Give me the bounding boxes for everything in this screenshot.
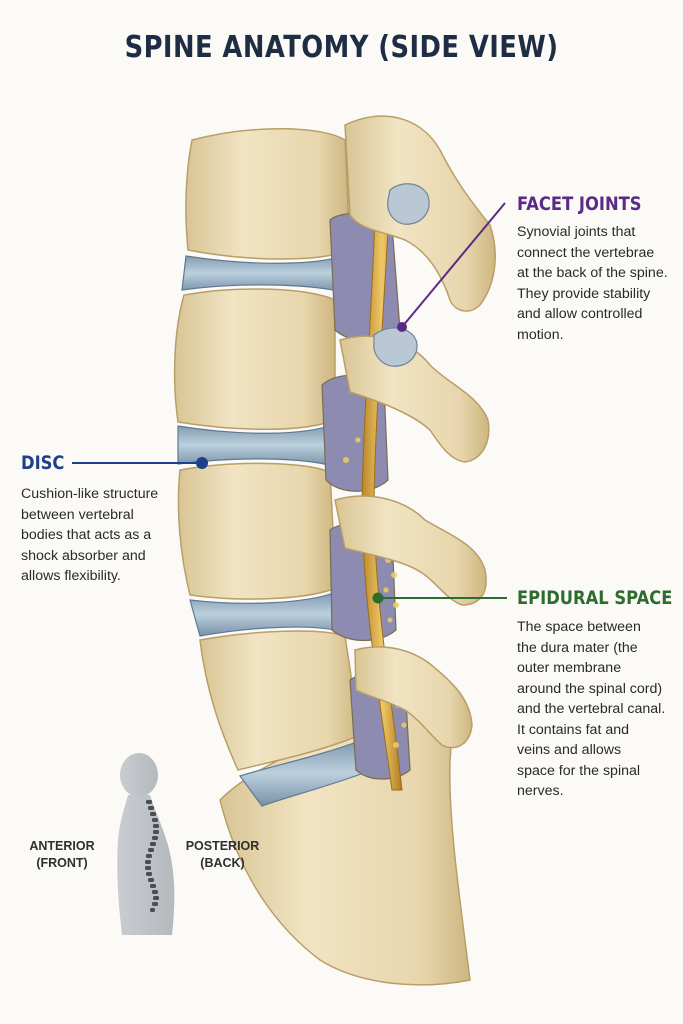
facet-joints-description: Synovial joints that connect the vertebr… xyxy=(517,224,668,343)
vertebral-bodies xyxy=(173,128,361,771)
intervertebral-discs xyxy=(177,253,373,807)
facet-joints-heading: FACET JOINTS xyxy=(517,193,642,215)
posterior-label: POSTERIOR (BACK) xyxy=(185,839,260,870)
epidural-space-description: The space between the dura mater (the ou… xyxy=(517,619,666,799)
epidural-pointer-dot xyxy=(372,592,384,604)
page-title: SPINE ANATOMY (SIDE VIEW) xyxy=(124,30,559,65)
facet-pointer-line xyxy=(401,202,506,328)
facet-joint-capsules xyxy=(373,183,430,367)
facet-pointer-dot xyxy=(397,322,407,332)
anterior-label: ANTERIOR (FRONT) xyxy=(29,839,95,870)
disc-pointer-dot xyxy=(196,457,208,469)
disc-description: Cushion-like structure between vertebral… xyxy=(21,486,159,584)
disc-heading: DISC xyxy=(21,452,65,474)
body-silhouette-icon xyxy=(117,753,175,935)
epidural-space-heading: EPIDURAL SPACE xyxy=(517,587,673,609)
